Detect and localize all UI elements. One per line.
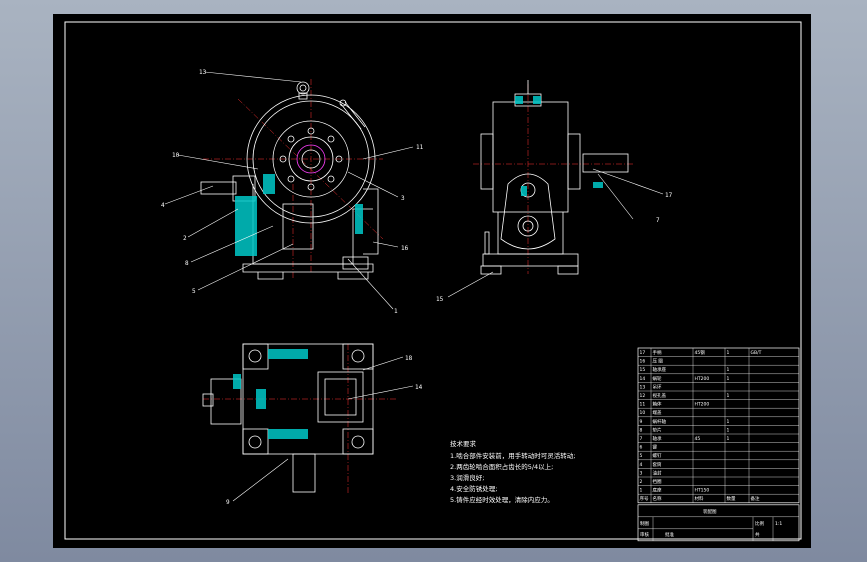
parts-table-cell: 17 [640, 350, 646, 356]
parts-table-cell: 键 [653, 444, 658, 451]
parts-table-cell: 8 [640, 427, 643, 433]
parts-table-cell: 1 [727, 350, 730, 356]
parts-table-header-cell: 数量 [727, 495, 736, 502]
title-block-approved: 批准 [665, 531, 674, 538]
parts-table-cell: 手柄 [653, 349, 662, 356]
balloon-11: 11 [416, 144, 424, 151]
parts-table-cell: HT200 [695, 376, 710, 382]
parts-table-cell: 4 [640, 462, 643, 468]
tech-req-item-4: 4.安全防锈处理; [450, 484, 497, 493]
parts-table-cell: 11 [640, 402, 646, 408]
balloon-10: 10 [172, 152, 180, 159]
parts-table-cell: 7 [640, 436, 643, 442]
tech-req-item-1: 1.啮合部件安装前，用手转动时可灵活转动; [450, 451, 575, 460]
title-block-scale-label: 比例 [755, 520, 764, 527]
title-block-scale: 1:1 [775, 521, 782, 527]
parts-table-cell: 轴承 [653, 435, 662, 442]
parts-table-cell: 2 [640, 479, 643, 485]
top-view [202, 343, 398, 494]
top-view-leaders [232, 356, 414, 502]
tech-req-title: 技术要求 [450, 439, 477, 448]
tech-req-item-2: 2.两齿轮啮合面积占齿长的5/4以上; [450, 462, 553, 471]
parts-table-cell: 1 [727, 367, 730, 373]
balloon-13: 13 [199, 69, 207, 76]
parts-table-cell: 螺钉 [653, 452, 662, 459]
balloon-4: 4 [161, 202, 165, 209]
title-block-checked: 审核 [640, 531, 649, 538]
balloon-9: 9 [226, 499, 230, 506]
drawing-frame: 13 10 4 2 8 5 11 3 16 1 [53, 14, 811, 548]
front-view-leaders [164, 71, 414, 310]
parts-table-cell: 底座 [653, 487, 662, 494]
balloon-18: 18 [405, 355, 413, 362]
front-view-sections [235, 174, 363, 256]
balloon-3: 3 [401, 195, 405, 202]
parts-table-cell: 45钢 [695, 349, 706, 356]
inner-border [64, 21, 802, 540]
title-block-drawn: 制图 [640, 520, 649, 527]
parts-table-cell: 1 [727, 427, 730, 433]
parts-table-cell: 14 [640, 376, 646, 382]
parts-table-cell: 垫片 [653, 426, 662, 433]
balloon-17: 17 [665, 192, 673, 199]
balloon-14: 14 [415, 384, 423, 391]
parts-table-cell: 蜗轮 [653, 375, 662, 382]
balloon-16: 16 [401, 245, 409, 252]
parts-table-cell: 轴承座 [653, 366, 667, 373]
parts-table-cell: 1 [640, 488, 643, 494]
parts-table-cell: 挡圈 [653, 478, 662, 485]
title-block [637, 504, 800, 542]
parts-table-cell: 视孔盖 [653, 392, 667, 399]
parts-table-cell: 压 圈 [653, 359, 664, 365]
parts-table-cell: 12 [640, 393, 646, 399]
parts-table-cell: 1 [727, 376, 730, 382]
balloon-7: 7 [656, 217, 660, 224]
parts-table-header-cell: 序号 [640, 495, 649, 502]
parts-table-cell: 6 [640, 445, 643, 451]
balloon-15: 15 [436, 296, 444, 303]
top-view-sections [233, 349, 308, 439]
parts-table-header-cell: 备注 [751, 495, 760, 502]
parts-table-cell: 蜗杆轴 [653, 418, 667, 425]
parts-table-cell: GB/T [751, 350, 762, 356]
tech-req-item-3: 3.润滑良好; [450, 473, 484, 482]
parts-table-cell: 箱体 [653, 401, 662, 408]
parts-table-cell: 13 [640, 384, 646, 390]
tech-req-item-5: 5.铸件应经时效处理，清除内应力。 [450, 495, 554, 504]
parts-table-cell: 端盖 [653, 409, 662, 416]
parts-table-cell: 油封 [653, 469, 662, 476]
assembly-drawing: 13 10 4 2 8 5 11 3 16 1 [64, 21, 802, 542]
parts-table-header-cell: 材料 [695, 495, 704, 502]
side-view-sections [515, 96, 603, 196]
title-block-sheet-label: 共 [755, 531, 760, 538]
parts-table-cell: 吊环 [653, 384, 662, 390]
front-view [200, 79, 384, 280]
parts-table-cell: 1 [727, 436, 730, 442]
parts-table-header-cell: 名称 [653, 495, 662, 502]
balloon-2: 2 [183, 235, 187, 242]
parts-table-cell: 1 [727, 393, 730, 399]
parts-table-cell: HT200 [695, 402, 710, 408]
parts-table-cell: 15 [640, 367, 646, 373]
parts-table-cell: 45 [695, 436, 701, 442]
parts-table-cell: 16 [640, 359, 646, 365]
parts-table-cell: 5 [640, 453, 643, 459]
parts-table-cell: 9 [640, 419, 643, 425]
parts-table-cell: HT150 [695, 488, 710, 494]
parts-table-cell: 10 [640, 410, 646, 416]
balloon-1: 1 [394, 308, 398, 315]
side-view-leaders [447, 168, 664, 298]
parts-table-cell: 1 [727, 419, 730, 425]
parts-table-cell: 3 [640, 470, 643, 476]
balloon-5: 5 [192, 288, 196, 295]
drawing-title: 装配图 [703, 508, 717, 515]
side-view [473, 80, 633, 275]
balloon-8: 8 [185, 260, 189, 267]
parts-table-cell: 套筒 [653, 461, 662, 468]
